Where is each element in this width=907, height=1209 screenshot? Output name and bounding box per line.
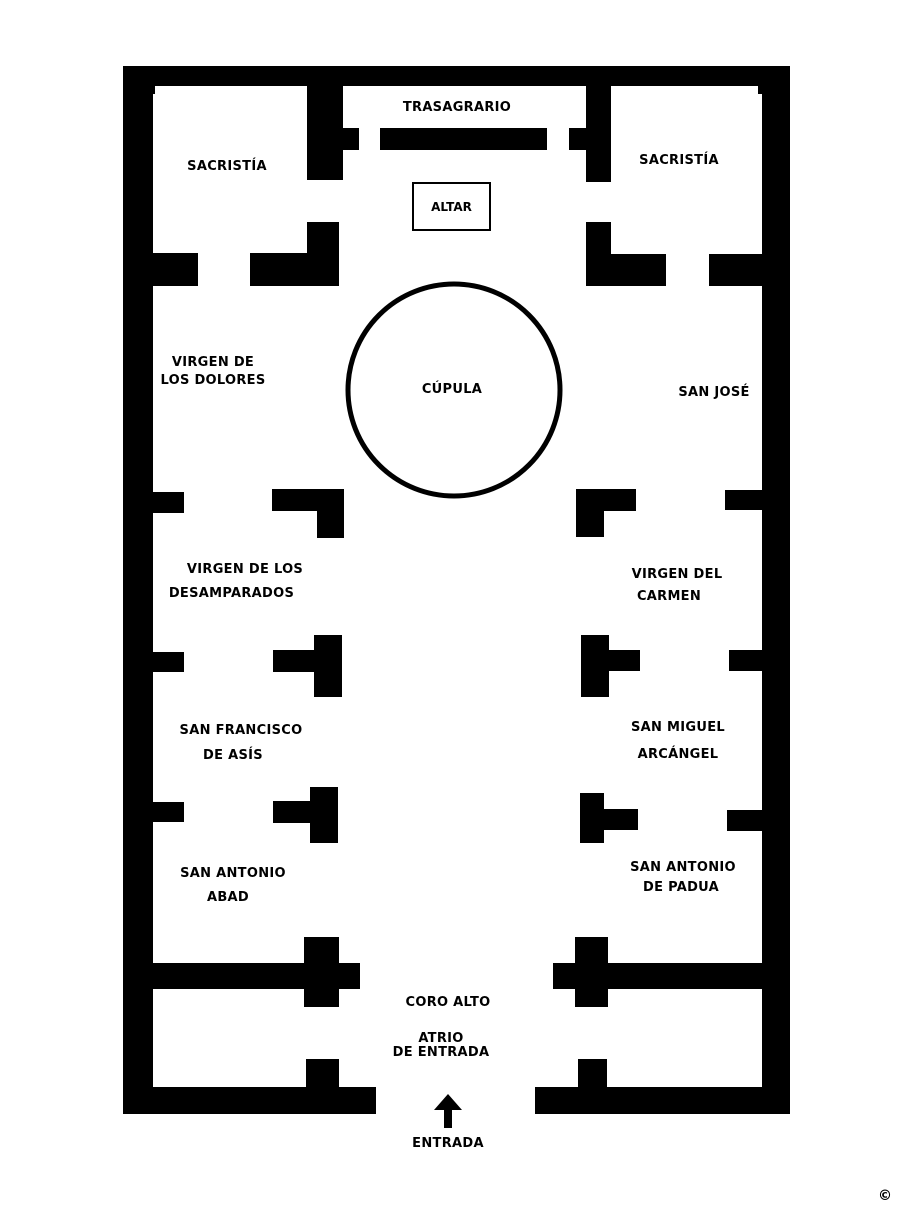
dome-circle bbox=[345, 281, 563, 499]
sacristia-left-label: SACRISTÍA bbox=[187, 159, 267, 174]
left-divider-2-pier bbox=[314, 635, 342, 697]
outer-walls bbox=[123, 66, 790, 1114]
francisco-line-1: SAN FRANCISCO bbox=[179, 723, 303, 738]
atrium-pier-left bbox=[306, 1059, 339, 1095]
francisco-line-2: DE ASÍS bbox=[203, 748, 263, 763]
virgen-de-los-dolores-line-2: LOS DOLORES bbox=[160, 373, 266, 388]
wall-left bbox=[123, 66, 153, 1114]
right-divider-3-stub bbox=[727, 810, 790, 831]
right-divider-1-pier bbox=[576, 489, 604, 537]
san-antonio-de-padua-label: SAN ANTONIO DE PADUA bbox=[618, 858, 748, 898]
left-divider-1-pier bbox=[317, 489, 344, 538]
san-miguel-arcangel-label: SAN MIGUEL ARCÁNGEL bbox=[618, 714, 738, 768]
carmen-line-1: VIRGEN DEL bbox=[631, 567, 723, 582]
choir-walls bbox=[123, 937, 790, 1095]
wall-right bbox=[762, 66, 790, 1114]
miguel-line-1: SAN MIGUEL bbox=[631, 720, 725, 735]
entrada-label: ENTRADA bbox=[412, 1136, 484, 1151]
sacristia-left-wall-a bbox=[123, 253, 198, 286]
choir-pier-right bbox=[575, 937, 608, 1007]
left-divider-3-stub bbox=[123, 802, 184, 822]
sacristia-right-wall-a bbox=[586, 254, 666, 286]
carmen-line-2: CARMEN bbox=[636, 589, 702, 604]
cupula-label: CÚPULA bbox=[421, 382, 483, 397]
sanctuary-walls bbox=[123, 86, 790, 286]
arrow-up-icon bbox=[434, 1094, 462, 1128]
trasagrario-wall-center bbox=[380, 128, 547, 150]
desamparados-line-2: DESAMPARADOS bbox=[168, 586, 295, 601]
atrio-line-2: DE ENTRADA bbox=[392, 1045, 490, 1060]
wall-top bbox=[123, 66, 790, 86]
atrium-pier-right bbox=[578, 1059, 607, 1095]
padua-line-2: DE PADUA bbox=[642, 880, 719, 895]
virgen-de-los-dolores-label: VIRGEN DE LOS DOLORES bbox=[148, 354, 278, 390]
desamparados-line-1: VIRGEN DE LOS bbox=[186, 562, 304, 577]
sacristia-right-label: SACRISTÍA bbox=[639, 153, 719, 168]
left-divider-2-stub bbox=[123, 652, 184, 672]
atrio-line-1: ATRIO bbox=[418, 1031, 464, 1046]
virgen-de-los-dolores-line-1: VIRGEN DE bbox=[171, 355, 255, 370]
right-divider-2-stub bbox=[729, 650, 790, 671]
miguel-line-2: ARCÁNGEL bbox=[637, 747, 719, 762]
trasagrario-wall-right-pier bbox=[586, 86, 611, 182]
copyright-mark: © bbox=[878, 1188, 892, 1204]
right-divider-2-arm bbox=[581, 650, 640, 671]
padua-line-1: SAN ANTONIO bbox=[630, 860, 736, 875]
trasagrario-label: TRASAGRARIO bbox=[402, 100, 512, 115]
altar-box: ALTAR bbox=[412, 182, 491, 231]
virgen-del-carmen-label: VIRGEN DEL CARMEN bbox=[617, 564, 737, 608]
choir-pier-left bbox=[304, 937, 339, 1007]
chapel-walls-left bbox=[123, 489, 344, 843]
coro-alto-label: CORO ALTO bbox=[405, 995, 491, 1010]
right-divider-1-stub bbox=[725, 490, 790, 510]
atrio-de-entrada-label: ATRIO DE ENTRADA bbox=[381, 1032, 501, 1060]
san-jose-label: SAN JOSÉ bbox=[678, 385, 750, 400]
san-antonio-abad-label: SAN ANTONIO ABAD bbox=[168, 862, 298, 910]
sacristia-right-wall-b bbox=[709, 254, 790, 286]
trasagrario-wall-left-stub bbox=[307, 128, 359, 150]
altar-label: ALTAR bbox=[431, 199, 472, 214]
right-divider-3-arm bbox=[580, 809, 638, 830]
sacristia-left-pier bbox=[307, 222, 339, 286]
virgen-de-los-desamparados-label: VIRGEN DE LOS DESAMPARADOS bbox=[160, 558, 330, 606]
wall-bottom-right bbox=[535, 1087, 790, 1114]
left-divider-1-stub bbox=[123, 492, 184, 513]
abad-line-1: SAN ANTONIO bbox=[180, 866, 286, 881]
chapel-walls-right bbox=[576, 489, 790, 843]
abad-line-2: ABAD bbox=[206, 890, 250, 905]
san-francisco-de-asis-label: SAN FRANCISCO DE ASÍS bbox=[166, 718, 316, 768]
left-divider-3-pier bbox=[310, 787, 338, 843]
